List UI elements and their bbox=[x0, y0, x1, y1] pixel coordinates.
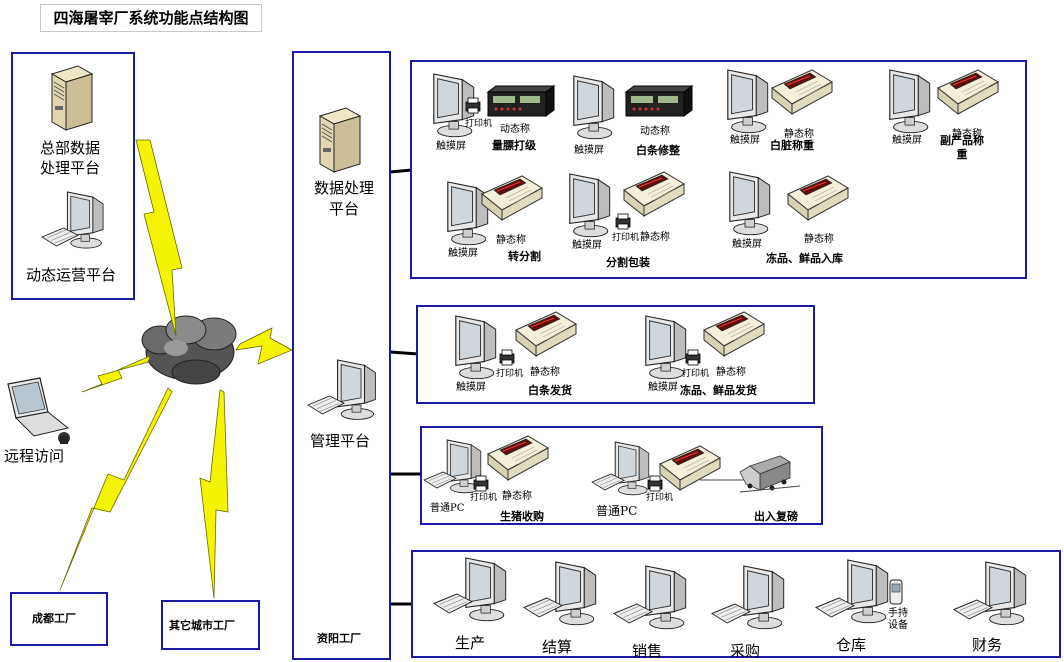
lightning-links bbox=[59, 139, 293, 599]
mgmt-platform-label: 管理平台 bbox=[310, 432, 371, 450]
production-box bbox=[410, 60, 1027, 279]
touch-label: 触摸屏 bbox=[892, 135, 922, 146]
touch-label: 触摸屏 bbox=[436, 141, 466, 152]
module-label: 财务 bbox=[972, 636, 1003, 654]
pc-label: 普通PC bbox=[596, 504, 638, 518]
printer-label: 打印机 bbox=[646, 493, 674, 503]
scale-label: 静态称 bbox=[784, 129, 814, 140]
touch-label: 触摸屏 bbox=[648, 382, 678, 393]
ops-platform-label: 动态运营平台 bbox=[26, 266, 117, 284]
scale-label: 静态称 bbox=[804, 234, 834, 245]
scale-label: 静态称 bbox=[952, 129, 982, 140]
printer-label: 打印机 bbox=[465, 119, 493, 129]
module-label: 生产 bbox=[455, 634, 486, 652]
printer-label: 打印机 bbox=[682, 369, 710, 379]
touch-label: 触摸屏 bbox=[730, 135, 760, 146]
management-box bbox=[411, 550, 1061, 658]
touch-label: 触摸屏 bbox=[574, 145, 604, 156]
touch-label: 触摸屏 bbox=[448, 248, 478, 259]
remote-access-label: 远程访问 bbox=[4, 447, 65, 465]
scale-label: 动态称 bbox=[500, 124, 530, 135]
touch-label: 触摸屏 bbox=[456, 382, 486, 393]
scale-label: 动态称 bbox=[640, 126, 670, 137]
station-label: 冻品、鲜品入库 bbox=[766, 252, 843, 265]
touch-label: 触摸屏 bbox=[572, 240, 602, 251]
scale-label: 静态称 bbox=[530, 367, 560, 378]
other-city-label: 其它城市工厂 bbox=[169, 619, 235, 632]
purchasing-box bbox=[420, 426, 823, 525]
laptop-icon bbox=[7, 377, 70, 444]
scale-label: 静态称 bbox=[716, 367, 746, 378]
printer-label: 打印机 bbox=[496, 369, 524, 379]
station-label: 出入复磅 bbox=[754, 510, 798, 523]
hq-box bbox=[11, 52, 135, 300]
printer-label: 打印机 bbox=[470, 493, 498, 503]
other-city-box bbox=[161, 600, 260, 650]
factory-label: 资阳工厂 bbox=[317, 632, 361, 645]
handheld-icon bbox=[889, 579, 903, 605]
station-label: 量膘打级 bbox=[492, 139, 536, 152]
station-label: 副产品称 重 bbox=[940, 134, 984, 161]
station-label: 生猪收购 bbox=[500, 510, 544, 523]
module-label: 采购 bbox=[730, 642, 761, 660]
shipping-box bbox=[416, 305, 815, 404]
station-label: 白条发货 bbox=[528, 384, 572, 397]
station-label: 转分割 bbox=[508, 250, 541, 263]
chengdu-box bbox=[10, 592, 108, 646]
scale-label: 静态称 bbox=[496, 235, 526, 246]
truck-icon bbox=[739, 455, 801, 493]
hq-server-label: 总部数据 处理平台 bbox=[40, 139, 101, 177]
module-label: 销售 bbox=[632, 642, 663, 660]
module-label: 仓库 bbox=[836, 636, 867, 654]
scale-label: 静态称 bbox=[640, 232, 670, 243]
module-label: 结算 bbox=[542, 638, 573, 656]
station-label: 白条修整 bbox=[636, 144, 680, 157]
station-label: 白脏称重 bbox=[770, 139, 814, 152]
cloud-icon bbox=[141, 315, 237, 385]
printer-label: 打印机 bbox=[612, 233, 640, 243]
central-server-label: 数据处理 平台 bbox=[314, 179, 375, 218]
handheld-label: 手持 设备 bbox=[888, 608, 908, 631]
chengdu-label: 成都工厂 bbox=[32, 612, 76, 625]
central-column-box bbox=[292, 51, 391, 660]
station-label: 分割包装 bbox=[606, 256, 650, 269]
station-label: 冻品、鲜品发货 bbox=[680, 384, 757, 397]
touch-label: 触摸屏 bbox=[732, 239, 762, 250]
scale-label: 静态称 bbox=[502, 491, 532, 502]
pc-label: 普通PC bbox=[430, 503, 465, 514]
diagram-title: 四海屠宰厂系统功能点结构图 bbox=[40, 4, 262, 32]
